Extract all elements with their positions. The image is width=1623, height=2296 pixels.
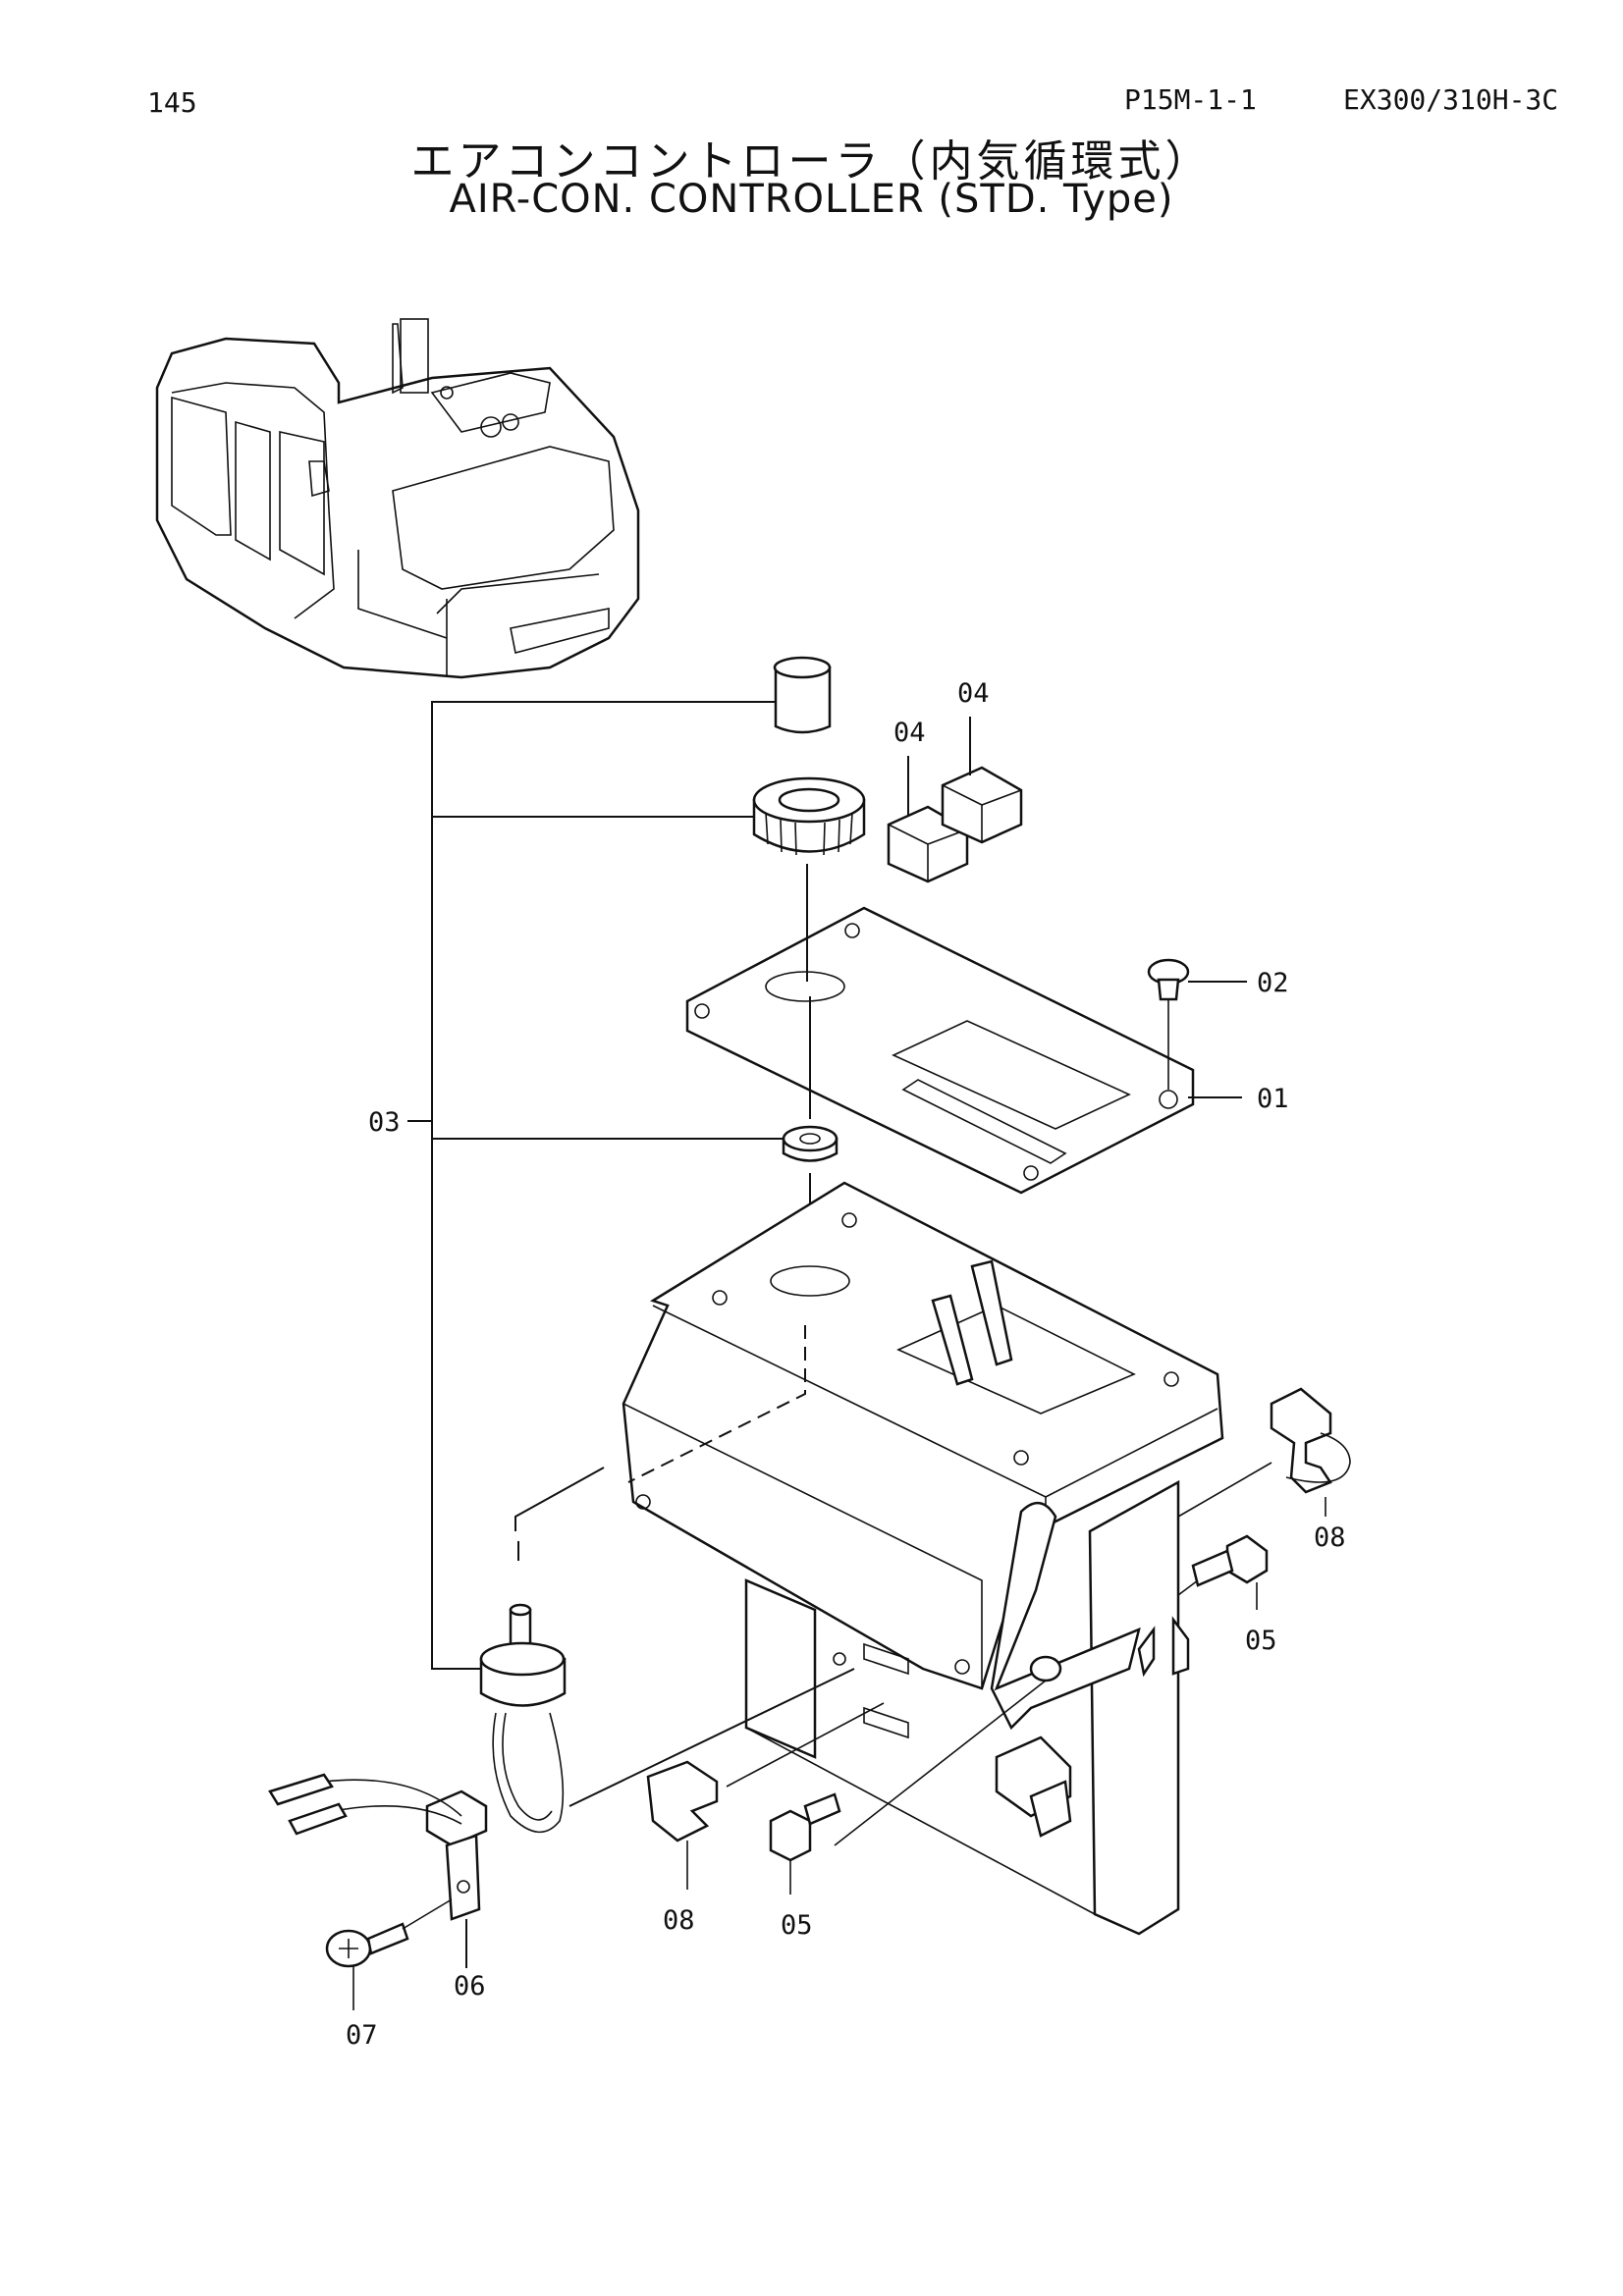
clip-08-lower — [646, 1702, 885, 1890]
callout-04b: 04 — [957, 678, 990, 709]
page-code: P15M-1-1 — [1124, 83, 1257, 116]
callout-01: 01 — [1257, 1084, 1289, 1114]
nut — [782, 1125, 839, 1162]
title-english: AIR-CON. CONTROLLER (STD. Type) — [449, 177, 1174, 222]
bolt-05-right — [1177, 1534, 1269, 1610]
callout-bracket-03 — [407, 701, 785, 1670]
callout-05b: 05 — [781, 1910, 813, 1941]
sensor-harness — [268, 1603, 567, 1921]
bolt-05-lower — [769, 1792, 841, 1895]
callout-08b: 08 — [663, 1905, 695, 1936]
page-number: 145 — [147, 86, 197, 119]
callout-06: 06 — [454, 1971, 486, 2002]
callout-05a: 05 — [1245, 1626, 1277, 1656]
model-code: EX300/310H-3C — [1343, 83, 1559, 116]
lower-slots — [833, 1642, 909, 1739]
excavator-overview — [155, 318, 640, 679]
callout-04a: 04 — [893, 718, 926, 748]
title-japanese: エアコンコントローラ（内気循環式） — [410, 136, 1213, 187]
cover-plate — [685, 906, 1195, 1195]
harness-leader — [514, 1467, 855, 1807]
screw-07 — [325, 1898, 453, 2010]
micro-switch — [834, 1655, 1072, 1846]
callout-08a: 08 — [1314, 1522, 1346, 1553]
knob-cap — [773, 656, 832, 734]
screw-02 — [1147, 958, 1190, 1090]
callout-02: 02 — [1257, 968, 1289, 998]
callout-07: 07 — [346, 2020, 378, 2051]
knob-ring — [752, 776, 866, 856]
switch-caps-04 — [887, 766, 1023, 883]
clip-08-right — [1177, 1387, 1351, 1518]
support-bracket — [744, 1479, 1190, 1936]
callout-03: 03 — [368, 1107, 401, 1138]
